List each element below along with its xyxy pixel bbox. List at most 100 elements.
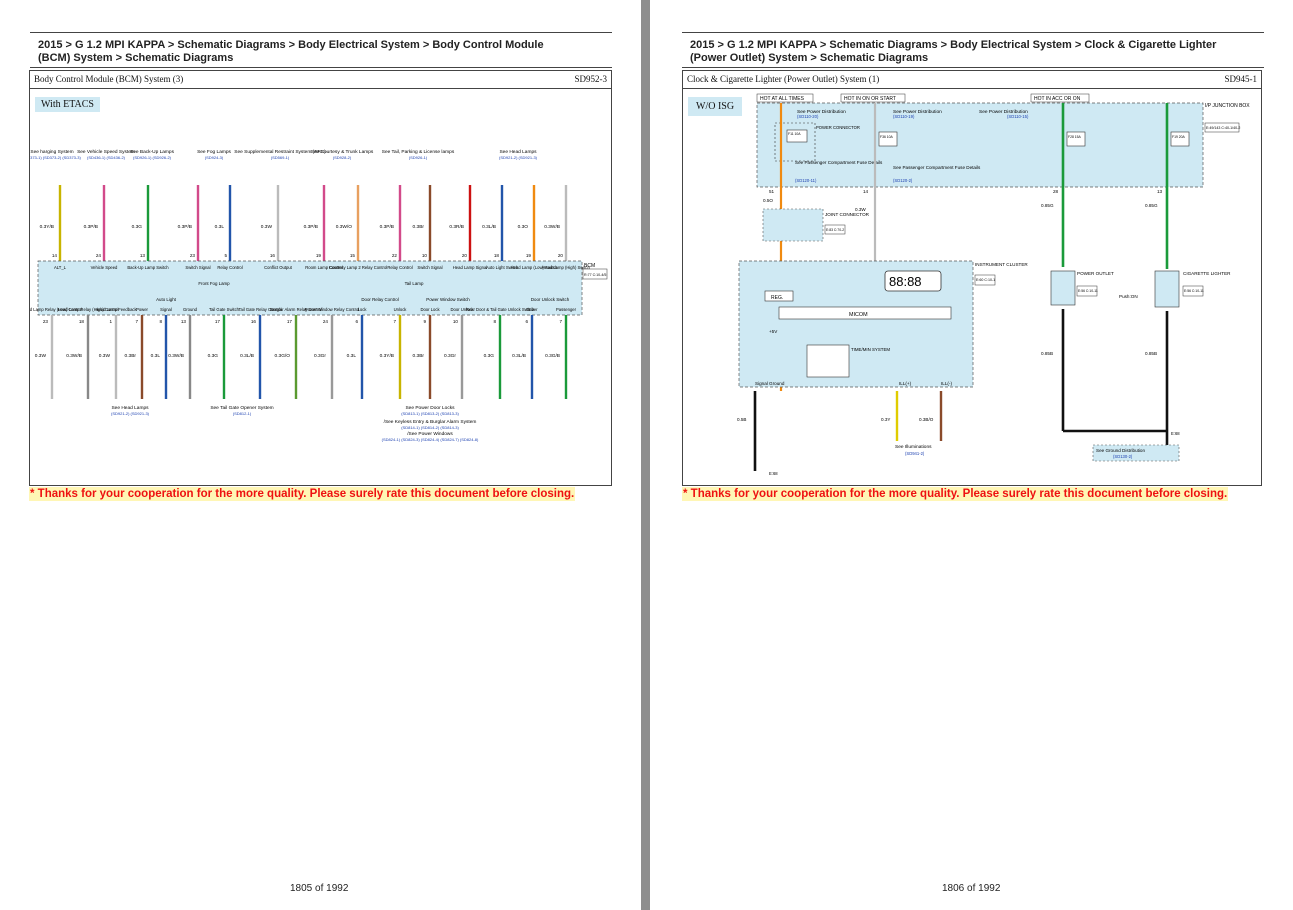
header-separator (683, 88, 1261, 89)
joint-connector-box (762, 208, 824, 242)
top-reference-codes: (SD924-3) (205, 155, 224, 160)
top-wire-size: 0.3L/B (482, 224, 496, 230)
top-wire-size: 0.3P/B (178, 224, 192, 230)
power-outlet-ref: E:56 C:10-11 (1078, 289, 1098, 293)
power-outlet-box (1050, 270, 1076, 306)
wire-size-51: 0.5O (763, 198, 773, 203)
hot-label-1: HOT AT ALL TIMES (760, 96, 805, 102)
module-top-label: Room Lamp Control (305, 265, 343, 270)
power-connector-box (774, 122, 816, 162)
top-wire-size: 0.3L (215, 224, 225, 230)
top-reference-label: See Tail, Parking & License lamps (382, 149, 455, 155)
fuse-box-2 (878, 131, 898, 147)
schematic-frame: Body Control Module (BCM) System (3) SD9… (29, 70, 612, 486)
illuminations-label: See Illuminations (895, 444, 932, 450)
title-rule-top (682, 32, 1264, 33)
ground-dist-label: See Ground Distribution (1096, 448, 1145, 453)
clock-lighter-schematic: HOT AT ALL TIMES HOT IN ON OR START HOT … (737, 93, 1250, 476)
bottom-wire-size: 0.3G/O (275, 353, 291, 359)
bottom-wire: 17 0.3G/O (275, 315, 298, 399)
bottom-wire-pin: 17 (215, 319, 221, 324)
passenger-fuse-label-1: See Passenger Compartment Fuse Details (795, 160, 883, 165)
module-top-label: Head Lamp (Low) Switch (511, 265, 558, 270)
bottom-reference-label: /See Keyless Entry & Burglar Alarm Syste… (384, 419, 477, 425)
bottom-wire-size: 0.3W/B (66, 353, 82, 359)
title-line-2: (BCM) System > Schematic Diagrams (38, 52, 234, 64)
bottom-wire-size: 0.3W (35, 353, 47, 359)
passenger-fuse-code-1: (SD120-11) (795, 178, 817, 183)
top-reference: See Back-Up Lamps(SD926-1) (SD926-2) (130, 149, 175, 160)
bottom-wire: 90.3Br (413, 315, 432, 399)
power-outlet-ref-box (1076, 285, 1098, 297)
cluster-ref-box (974, 274, 996, 286)
diagram-title: Clock & Cigarette Lighter (Power Outlet)… (687, 74, 880, 84)
top-reference-codes: (SD569-1) (271, 155, 290, 160)
cig-lighter-ref-box (1182, 285, 1204, 297)
wire-size-0.85B-1: 0.85B (1041, 351, 1053, 356)
bottom-wire-group: 230.3W180.3W/B10.3W70.3Br80.3L130.3W/B17… (35, 315, 568, 399)
junction-box-label: I/P JUNCTION BOX (1205, 103, 1250, 109)
bottom-wire-pin: 24 (323, 319, 329, 324)
module-bottom-label: Door Lock (420, 307, 440, 312)
bottom-wire: 160.3L/B (240, 315, 262, 399)
bottom-wire-pin: 7 (135, 319, 138, 324)
top-wire: 0.3L/B18 (482, 185, 504, 261)
rating-notice: * Thanks for your cooperation for the mo… (29, 487, 576, 501)
module-group-label: Tail Lamp (405, 281, 424, 286)
title-rule-top (30, 32, 612, 33)
title-line-1: 2015 > G 1.2 MPI KAPPA > Schematic Diagr… (690, 39, 1217, 51)
top-reference: See Tail, Parking & License lamps(SD926-… (382, 149, 455, 160)
bottom-wire: 60.3L (347, 315, 364, 399)
junction-ref: E:49/143 C:40-1/40-2 (1206, 126, 1240, 130)
bottom-reference-codes: (SD824-1) (SD824-3) (SD824-4) (SD824-7) … (382, 437, 479, 442)
fuse-3: F28 15A (1068, 135, 1082, 139)
module-bottom-group-label: Auto Light (156, 297, 177, 302)
top-wire-size: 0.3Y/B (40, 224, 54, 230)
bottom-wire-size: 0.3G/B (545, 353, 560, 359)
top-wire-pin: 14 (52, 253, 58, 258)
variant-label: W/O ISG (688, 97, 743, 116)
bottom-wire: 70.3Br (125, 315, 144, 399)
cluster-ref: E:60 C:10-1 (976, 278, 995, 282)
passenger-fuse-code-2: (SD120-2) (893, 178, 913, 183)
wire-label-14: 14 (863, 189, 869, 194)
module-top-label: Back-Up Lamp Switch (127, 265, 169, 270)
title-line-2: (Power Outlet) System > Schematic Diagra… (690, 52, 929, 64)
module-bottom-label: Power Window Relay Control (305, 307, 360, 312)
module-bottom-label: Head Lamp Feedback (95, 307, 137, 312)
hot-label-2: HOT IN ON OR START (844, 96, 896, 102)
bottom-wire: 60.3L/B (512, 315, 534, 399)
bottom-reference: See Head Lamps(SD921-2) (SD921-3) (111, 405, 150, 416)
bottom-wire-size: 0.3Y/B (380, 353, 394, 359)
bottom-wire-pin: 10 (453, 319, 459, 324)
hot-label-box-2 (840, 93, 906, 103)
wire-size-14: 0.3W (855, 207, 866, 212)
bottom-wire-pin: 17 (287, 319, 293, 324)
title-rule-bottom (30, 67, 612, 68)
bottom-wire: 7 0.3G/B (545, 315, 568, 399)
top-wire: 0.3P/B19 (304, 185, 326, 261)
top-reference-codes: (SD373-1) (SD373-2) (SD373-3) (30, 155, 81, 160)
wire-size-28: 0.85G (1041, 203, 1054, 208)
bottom-wire-size: 0.3G (484, 353, 495, 359)
wire-size-0.3B/O: 0.3B/O (919, 417, 934, 422)
top-wire-size: 0.3W/O (336, 224, 353, 230)
ground-dist-code: (SD130-2) (1113, 454, 1133, 459)
bottom-wire-pin: 7 (559, 319, 562, 324)
bottom-wire-size: 0.3L (347, 353, 357, 359)
bottom-wire: 18 0.3W/B (66, 315, 90, 399)
top-wire-pin: 20 (462, 253, 468, 258)
wire-label-28: 28 (1053, 189, 1059, 194)
bottom-wire-pin: 18 (79, 319, 85, 324)
module-top-label: Relay Control (217, 265, 242, 270)
title-rule-bottom (682, 67, 1264, 68)
bottom-wire-size: 0.3W (99, 353, 111, 359)
bottom-wire-size: 0.3G (208, 353, 219, 359)
power-dist-code-3: (SD110-15) (1007, 114, 1029, 119)
bottom-reference-codes: (SD812-1) (233, 411, 252, 416)
micom-box (778, 306, 952, 320)
bottom-wire: 130.3W/B (168, 315, 192, 399)
fuse-2: F36 10A (880, 135, 894, 139)
top-wire-pin: 20 (558, 253, 564, 258)
